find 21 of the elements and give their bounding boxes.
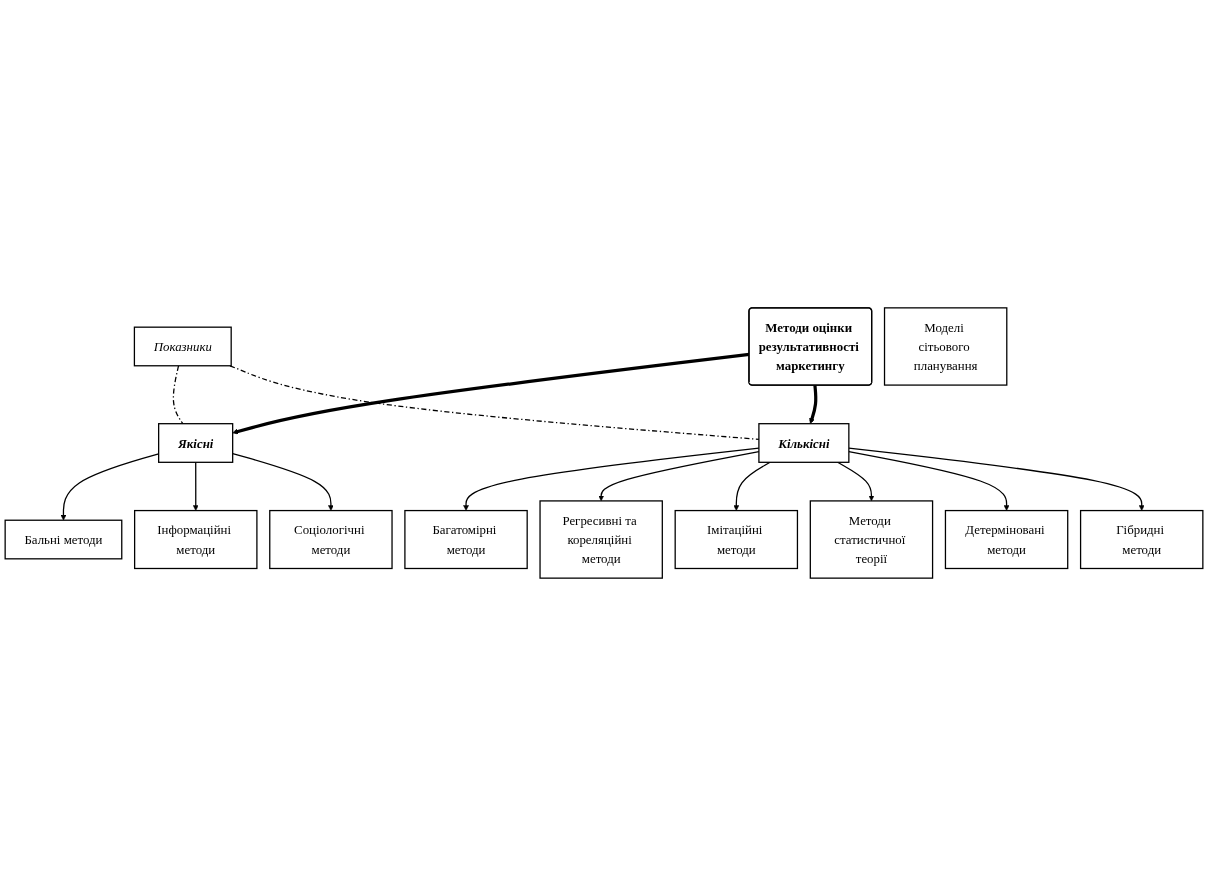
node-box: Регресивні та кореляційні методи — [539, 500, 663, 579]
node-box: Бальні методи — [4, 519, 123, 560]
node-box: Кількісні — [758, 423, 850, 463]
arrow — [848, 450, 1010, 511]
arrow — [809, 385, 818, 424]
node-box: Показники — [133, 326, 232, 367]
node-box: Гібридні методи — [1079, 509, 1204, 570]
arrow — [733, 461, 771, 511]
arrow — [232, 452, 334, 511]
node-box: Багатомірні методи — [404, 509, 528, 570]
node-box: Детерміновані методи — [944, 509, 1069, 570]
node-box: Моделі сітьового планування — [883, 307, 1008, 386]
connector — [172, 365, 184, 425]
node-box: Імітаційні методи — [674, 509, 799, 570]
node-box: Інформаційні методи — [134, 509, 258, 570]
arrow — [192, 461, 199, 511]
node-box: Методи статистичної теорії — [809, 500, 934, 579]
node-box: Соціологічні методи — [269, 509, 393, 570]
arrow — [837, 461, 875, 502]
arrow — [848, 447, 1145, 511]
node-box: Якісні — [158, 423, 234, 463]
